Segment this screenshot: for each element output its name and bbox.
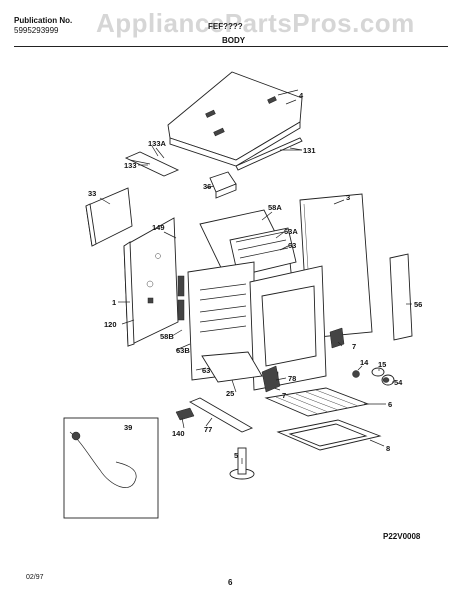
leader-lines [99, 99, 412, 464]
clip-part[interactable] [124, 147, 180, 177]
exploded-diagram: 4 133A 133 131 33 36 58A 3 149 63A 63 1 … [0, 48, 463, 568]
interior-frame[interactable] [177, 261, 255, 381]
bottom-rail[interactable] [188, 397, 254, 433]
part-label: 78 [288, 374, 296, 383]
bracket-small[interactable] [175, 407, 195, 421]
part-label: 6 [388, 400, 392, 409]
bushing-part[interactable] [371, 367, 385, 377]
power-cord-box[interactable] [63, 417, 159, 519]
part-label: 63 [288, 241, 296, 250]
part-label: 36 [203, 182, 211, 191]
model-number: FEF???? [208, 22, 243, 31]
foot-part[interactable] [381, 374, 395, 386]
hinge-upper[interactable] [329, 327, 345, 349]
side-insulation-part[interactable] [85, 187, 133, 247]
part-label: 8 [386, 444, 390, 453]
publication-label: Publication No. [14, 16, 73, 25]
publication-date: 02/97 [26, 574, 44, 581]
part-label: 1 [112, 298, 116, 307]
part-label: 25 [226, 389, 234, 398]
part-label: 15 [378, 360, 386, 369]
page-number: 6 [228, 578, 233, 587]
part-label: 58B [160, 332, 174, 341]
part-label: 63A [284, 227, 298, 236]
top-panel-part[interactable] [167, 71, 303, 167]
part-label: 133 [124, 161, 137, 170]
section-title: BODY [222, 36, 246, 45]
watermark: AppliancePartsPros.com [96, 8, 415, 38]
spacer-part[interactable] [352, 370, 360, 378]
broil-pan[interactable] [276, 419, 382, 451]
part-label: 63B [176, 346, 190, 355]
header-rule [14, 46, 448, 47]
bracket-part[interactable] [209, 171, 237, 199]
part-label: 7 [282, 391, 286, 400]
part-label: 33 [88, 189, 96, 198]
part-label: 133A [148, 139, 167, 148]
part-label: 149 [152, 223, 165, 232]
side-trim-part[interactable] [389, 253, 413, 341]
front-trim-strip[interactable] [235, 137, 303, 171]
hinge-lower[interactable] [261, 365, 281, 393]
part-label: 4 [299, 91, 304, 100]
front-frame[interactable] [249, 265, 327, 391]
part-label: 14 [360, 358, 369, 367]
part-label: 131 [303, 146, 316, 155]
part-label: 5 [234, 451, 238, 460]
part-label: 63 [202, 366, 210, 375]
page-header: AppliancePartsPros.com Publication No. 5… [0, 0, 463, 47]
part-label: 7 [352, 342, 356, 351]
part-label: 77 [204, 425, 212, 434]
part-label: 54 [394, 378, 403, 387]
diagram-code: P22V0008 [383, 532, 421, 541]
part-label: 140 [172, 429, 185, 438]
part-label: 3 [346, 193, 350, 202]
drawer-slide[interactable] [201, 351, 263, 383]
cabinet-side-panel[interactable] [123, 217, 179, 347]
part-label: 39 [124, 423, 132, 432]
part-label: 56 [414, 300, 422, 309]
part-label: 120 [104, 320, 117, 329]
diagram-svg: 4 133A 133 131 33 36 58A 3 149 63A 63 1 … [63, 71, 422, 519]
part-label: 58A [268, 203, 282, 212]
publication-number: 5995293999 [14, 26, 59, 35]
